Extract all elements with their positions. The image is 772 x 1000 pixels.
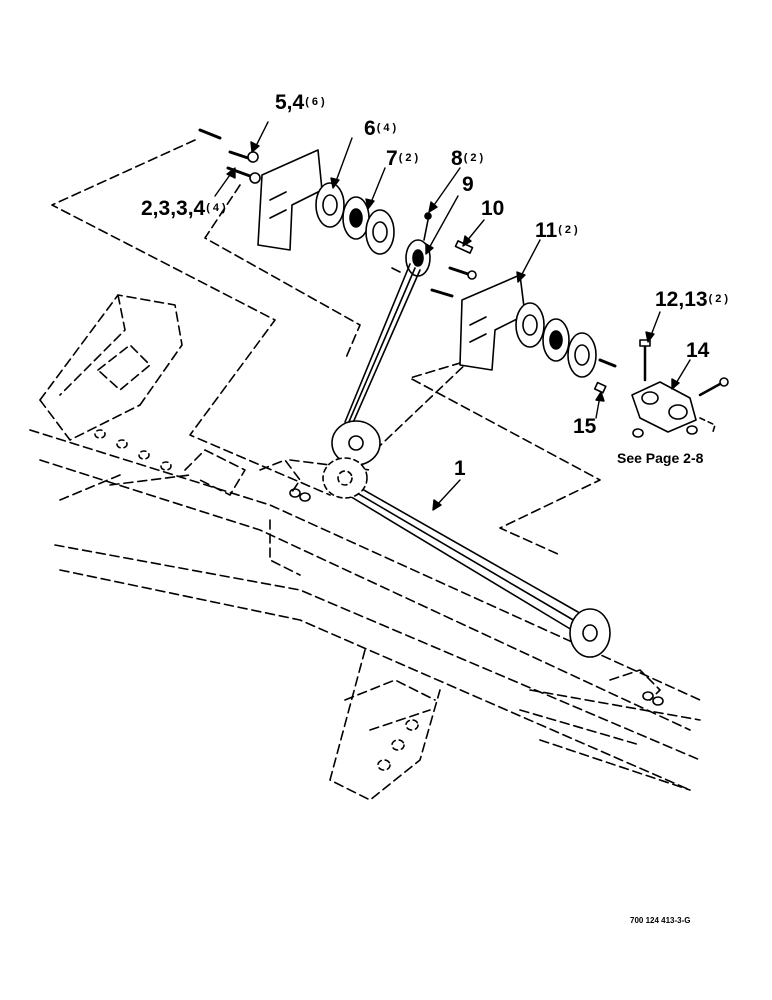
callout-label: 9 [462, 173, 474, 196]
drive-pulley [391, 212, 432, 277]
callout-qty: (6) [305, 96, 328, 108]
key-15 [593, 381, 607, 394]
callout-10: 10 [481, 198, 505, 219]
callout-label: 1 [454, 457, 466, 480]
callout-label: 5,4 [275, 91, 305, 114]
callout-label: 11 [535, 219, 558, 242]
callout-11: 11(2) [535, 220, 581, 241]
reference-note: See Page 2-8 [617, 450, 704, 466]
callout-2-3-3-4: 2,3,3,4(4) [141, 198, 229, 219]
callout-1: 1 [454, 458, 467, 479]
callout-9: 9 [462, 174, 475, 195]
callout-label: 10 [481, 197, 505, 220]
idler-sheaves [322, 420, 611, 658]
callout-qty: (2) [463, 152, 487, 164]
drawing-number: 700 124 413-3-G [630, 916, 691, 925]
callout-label: 7 [386, 147, 398, 170]
callout-qty: (2) [558, 224, 581, 236]
callout-label: 6 [364, 117, 376, 140]
drive-belt [344, 263, 579, 631]
callout-6: 6(4) [364, 118, 399, 139]
callout-5-4: 5,4(6) [275, 92, 328, 113]
callout-label: 14 [686, 339, 710, 362]
callout-label: 8 [451, 147, 463, 170]
callout-qty: (4) [376, 122, 400, 134]
phantom-outline-lines [51, 139, 601, 556]
callout-7: 7(2) [386, 148, 421, 169]
callout-8: 8(2) [451, 148, 486, 169]
callout-label: 12,13 [655, 288, 708, 311]
callout-label: 15 [573, 415, 597, 438]
machine-frame [29, 294, 701, 801]
leader-arrows [214, 121, 691, 511]
frame-hardware [289, 488, 664, 706]
callout-15: 15 [573, 416, 597, 437]
coupler-14 [631, 339, 729, 438]
callout-qty: (4) [206, 202, 229, 214]
callout-label: 2,3,3,4 [141, 197, 206, 220]
callout-12-13: 12,13(2) [655, 289, 731, 310]
callout-qty: (2) [708, 293, 732, 305]
callout-14: 14 [686, 340, 710, 361]
right-bearing-assembly [430, 266, 617, 378]
left-bearing-assembly [198, 128, 395, 255]
callout-qty: (2) [398, 152, 422, 164]
